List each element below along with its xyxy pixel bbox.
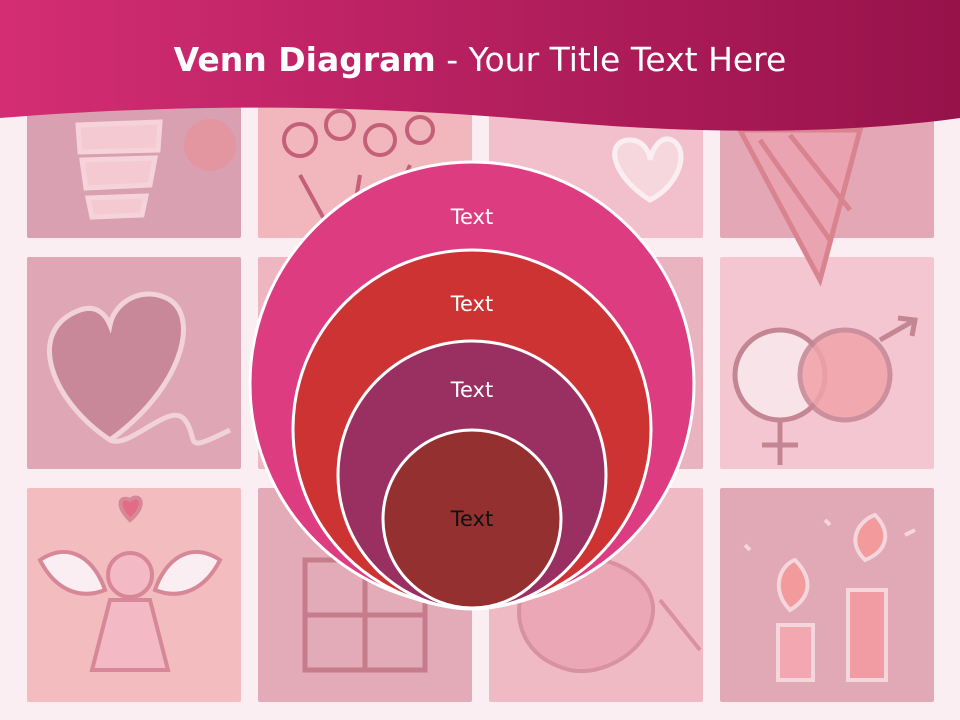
page-title: Venn Diagram - Your Title Text Here [0, 40, 960, 79]
heart-outline-icon [612, 136, 684, 203]
heart-balloon-icon [47, 291, 232, 446]
angel-icon [37, 495, 223, 672]
rose-blob [184, 119, 236, 171]
title-bold: Venn Diagram [173, 40, 436, 79]
gift-cake-icon [75, 119, 163, 220]
candles-icon [743, 512, 916, 682]
venn-label-1: Text [450, 205, 493, 229]
venn-label-2: Text [450, 292, 493, 316]
header-banner [0, 0, 960, 131]
venn-label-4: Text [450, 507, 493, 531]
venn-label-3: Text [450, 378, 493, 402]
title-rest: - Your Title Text Here [435, 40, 787, 79]
male-female-symbol-icon [732, 315, 918, 465]
venn-circle-4: Text [381, 428, 563, 610]
